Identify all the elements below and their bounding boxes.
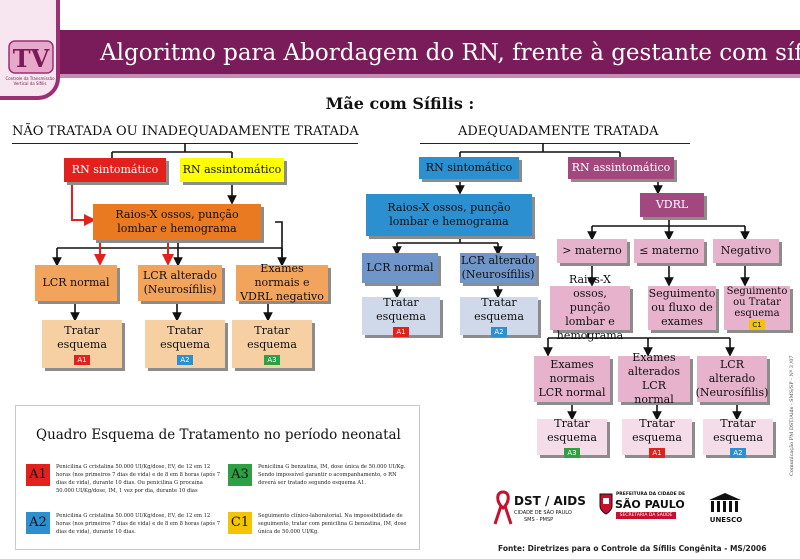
right-raios-x-box-2: Raios-X ossos, punção lombar e hemograma <box>550 273 630 342</box>
right-tratar-a1-b: Tratar esquema A1 <box>622 416 692 458</box>
tratar-label: Tratar esquema <box>713 416 763 444</box>
right-seguimento: Seguimento ou fluxo de exames <box>648 286 716 330</box>
tratar-label: Tratar esquema <box>474 295 524 323</box>
code-a2: A2 <box>26 512 50 534</box>
right-tratar-a2: Tratar esquema A2 <box>460 295 538 337</box>
left-lcr-alterado: LCR alterado (Neurosífilis) <box>138 265 222 301</box>
program-logo: TV Controle da Transmissão Vertical da S… <box>0 0 60 100</box>
left-tratar-a3: Tratar esquema A3 <box>232 320 312 368</box>
city-crest-icon <box>599 493 613 515</box>
temple-icon <box>709 493 741 512</box>
sp-secretaria-text: SECRETARIA DA SAÚDE <box>616 512 676 519</box>
dst-aids-subtext: CIDADE DE SÃO PAULO <box>514 510 572 516</box>
tratar-label: Tratar esquema <box>632 416 682 444</box>
code-badge: A2 <box>491 326 507 337</box>
code-badge: A1 <box>74 354 90 365</box>
code-c1-text: Seguimento clínico-laboratorial. Na impo… <box>258 513 407 535</box>
sp-prefeitura-text: PREFEITURA DA CIDADE DE <box>616 492 686 497</box>
right-lcr-normal: LCR normal <box>362 253 438 283</box>
right-raios-x-box: Raios-X ossos, punção lombar e hemograma <box>366 194 532 236</box>
code-a3: A3 <box>228 464 252 486</box>
code-a3-text: Penicilina G benzatina, IM, dose única d… <box>258 464 406 486</box>
logo-caption: Controle da Transmissão Vertical da Sífi… <box>5 76 55 86</box>
code-badge: A3 <box>564 447 580 458</box>
right-lcr-alterado: LCR alterado (Neurosífilis) <box>460 253 536 283</box>
tratar-label: Tratar esquema <box>376 295 426 323</box>
right-vdrl: VDRL <box>640 193 704 217</box>
seguimento-tratar-label: Seguimento ou Tratar esquema <box>726 286 788 319</box>
unesco-logo: UNESCO <box>705 490 747 530</box>
left-raios-x-box: Raios-X ossos, punção lombar e hemograma <box>93 204 261 240</box>
sp-name-text: SÃO PAULO <box>615 498 685 511</box>
tratar-label: Tratar esquema <box>547 416 597 444</box>
right-seguimento-tratar: Seguimento ou Tratar esquema C1 <box>724 286 790 330</box>
right-rn-assintomatico: RN assintomático <box>568 157 674 179</box>
code-a1: A1 <box>26 464 50 486</box>
tv-logo-icon: TV <box>8 40 54 74</box>
vertical-credit: Comunicação PM DST/Aids - SMS/SP - Nº 3 … <box>789 355 795 476</box>
right-section-rule <box>420 143 690 144</box>
ribbon-icon <box>493 490 513 525</box>
source-note: Fonte: Diretrizes para o Controle da Síf… <box>498 544 767 553</box>
left-tratar-a2: Tratar esquema A2 <box>145 320 225 368</box>
code-badge: C1 <box>749 320 765 330</box>
left-rn-sintomatico: RN sintomático <box>64 158 166 182</box>
code-a2-text: Penicilina G cristalina 50.000 UI/Kg/dos… <box>56 513 221 535</box>
left-section-title: NÃO TRATADA OU INADEQUADAMENTE TRATADA <box>12 124 359 139</box>
right-exames-alterados: Exames alterados LCR normal <box>618 351 690 406</box>
right-negativo: Negativo <box>713 239 779 263</box>
right-exames-normais: Exames normais LCR normal <box>534 356 610 402</box>
right-tratar-a2-b: Tratar esquema A2 <box>703 416 773 458</box>
left-lcr-normal: LCR normal <box>35 265 117 301</box>
treatment-table: Quadro Esquema de Tratamento no período … <box>15 405 420 550</box>
tratar-label: Tratar esquema <box>57 323 107 351</box>
code-badge: A1 <box>649 447 665 458</box>
right-rn-sintomatico: RN sintomático <box>419 157 519 179</box>
left-exames-normais: Exames normais e VDRL negativo <box>236 262 328 303</box>
left-rn-assintomatico: RN assintomático <box>180 158 284 182</box>
right-section-title: ADEQUADAMENTE TRATADA <box>458 124 659 139</box>
tratar-label: Tratar esquema <box>160 323 210 351</box>
header-band <box>48 30 800 78</box>
right-lcr-alterado-2: LCR alterado (Neurosífilis) <box>696 356 768 402</box>
dst-aids-text: DST / AIDS <box>514 494 586 508</box>
code-c1: C1 <box>228 512 252 534</box>
sao-paulo-logo: PREFEITURA DA CIDADE DE SÃO PAULO SECRET… <box>598 490 688 530</box>
code-badge: A1 <box>393 326 409 337</box>
diagram-subtitle: Mãe com Sífilis : <box>325 94 475 113</box>
tratar-label: Tratar esquema <box>247 323 297 351</box>
right-maior-materno: > materno <box>557 239 627 263</box>
right-tratar-a1: Tratar esquema A1 <box>362 295 440 337</box>
header-underline <box>48 74 800 78</box>
treatment-table-title: Quadro Esquema de Tratamento no período … <box>36 427 401 443</box>
code-a1-text: Penicilina G cristalina 50.000 UI/Kg/dos… <box>56 464 221 494</box>
code-badge: A2 <box>177 354 193 365</box>
right-tratar-a3: Tratar esquema A3 <box>537 416 607 458</box>
unesco-text: UNESCO <box>709 516 743 524</box>
page-title: Algoritmo para Abordagem do RN, frente à… <box>100 40 800 66</box>
code-badge: A3 <box>264 354 280 365</box>
dst-aids-logo: DST / AIDS CIDADE DE SÃO PAULO SMS - PMS… <box>490 490 590 530</box>
dst-aids-subtext-2: SMS - PMSP <box>524 517 554 523</box>
left-tratar-a1: Tratar esquema A1 <box>42 320 122 368</box>
code-badge: A2 <box>730 447 746 458</box>
right-menor-igual-materno: ≤ materno <box>634 239 704 263</box>
svg-text:TV: TV <box>13 44 50 73</box>
